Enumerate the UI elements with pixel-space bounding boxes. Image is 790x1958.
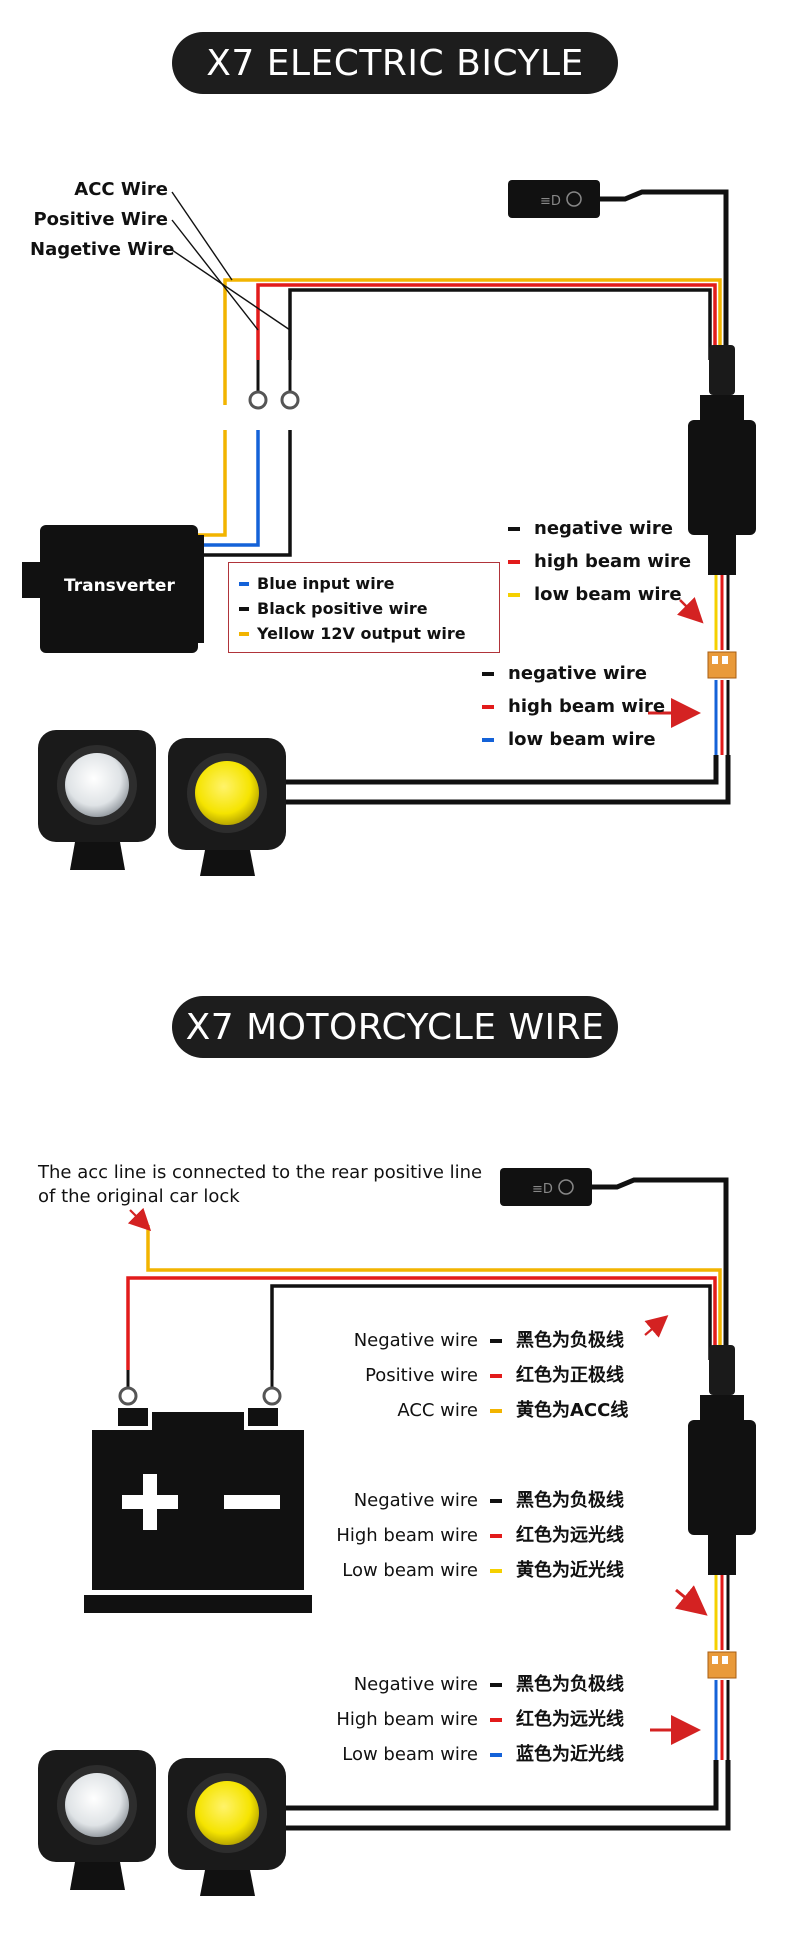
legend-label: Black positive wire — [257, 599, 428, 618]
yellow-wire — [223, 278, 722, 405]
legend-row: Yellow 12V output wire — [239, 621, 489, 646]
led-light-white-icon-2 — [38, 1750, 156, 1890]
ring-terminal-icon — [248, 360, 300, 410]
acc-note-line2: of the original car lock — [38, 1186, 240, 1207]
legend-swatch-black — [239, 606, 249, 611]
light-key-low-beam: low beam wire — [482, 729, 656, 751]
battery-icon — [84, 1408, 312, 1613]
svg-text:≡D: ≡D — [540, 194, 561, 209]
switch2-key-negative: Negative wire 黑色为负极线 — [353, 1490, 624, 1511]
battery-key-negative: Negative wire 黑色为负极线 — [353, 1330, 624, 1351]
control-box-2 — [688, 1345, 756, 1575]
light2-key-high-beam: High beam wire 红色为远光线 — [336, 1709, 624, 1730]
light-key-high-beam: high beam wire — [482, 696, 665, 718]
transverter-box — [22, 525, 204, 653]
section2-title: X7 MOTORCYCLE WIRE — [172, 996, 618, 1058]
section1-title: X7 ELECTRIC BICYLE — [172, 32, 618, 94]
ring-terminal-icon-2 — [118, 1370, 282, 1406]
legend-label: Yellow 12V output wire — [257, 624, 466, 643]
switch-key-high-beam: high beam wire — [508, 551, 691, 573]
battery-key-acc: ACC wire 黄色为ACC线 — [397, 1400, 629, 1421]
switch2-key-low-beam: Low beam wire 黄色为近光线 — [342, 1560, 624, 1581]
callout-positive-wire: Positive Wire — [33, 209, 168, 230]
legend-swatch-blue — [239, 581, 249, 586]
led-light-yellow-icon — [168, 738, 286, 876]
light2-key-low-beam: Low beam wire 蓝色为近光线 — [342, 1744, 624, 1765]
handlebar-switch-icon-2: ≡D — [500, 1168, 592, 1206]
light2-key-negative: Negative wire 黑色为负极线 — [353, 1674, 624, 1695]
led-light-white-icon — [38, 730, 156, 870]
callout-acc-wire: ACC Wire — [74, 179, 168, 200]
switch2-key-high-beam: High beam wire 红色为远光线 — [336, 1525, 624, 1546]
battery-key-positive: Positive wire 红色为正极线 — [365, 1365, 624, 1386]
acc-note-line1: The acc line is connected to the rear po… — [38, 1162, 483, 1183]
control-box — [688, 345, 756, 575]
legend-label: Blue input wire — [257, 574, 395, 593]
wago-connector — [707, 651, 737, 679]
light-key-negative: negative wire — [482, 663, 647, 685]
switch-key-negative: negative wire — [508, 518, 673, 540]
switch-cable — [600, 189, 729, 360]
legend-row: Black positive wire — [239, 596, 489, 621]
switch-key-low-beam: low beam wire — [508, 584, 682, 606]
wago-connector-2 — [707, 1651, 737, 1679]
led-light-yellow-icon-2 — [168, 1758, 286, 1896]
black-wire — [288, 288, 712, 360]
handlebar-switch-icon: ≡D — [508, 180, 600, 218]
red-wire — [256, 283, 717, 360]
transverter-label: Transverter — [64, 576, 175, 596]
svg-text:≡D: ≡D — [532, 1182, 553, 1197]
legend-swatch-yellow — [239, 631, 249, 636]
legend-row: Blue input wire — [239, 571, 489, 596]
callout-negative-wire: Nagetive Wire — [30, 239, 175, 260]
wire-legend: Blue input wire Black positive wire Yell… — [228, 562, 500, 653]
